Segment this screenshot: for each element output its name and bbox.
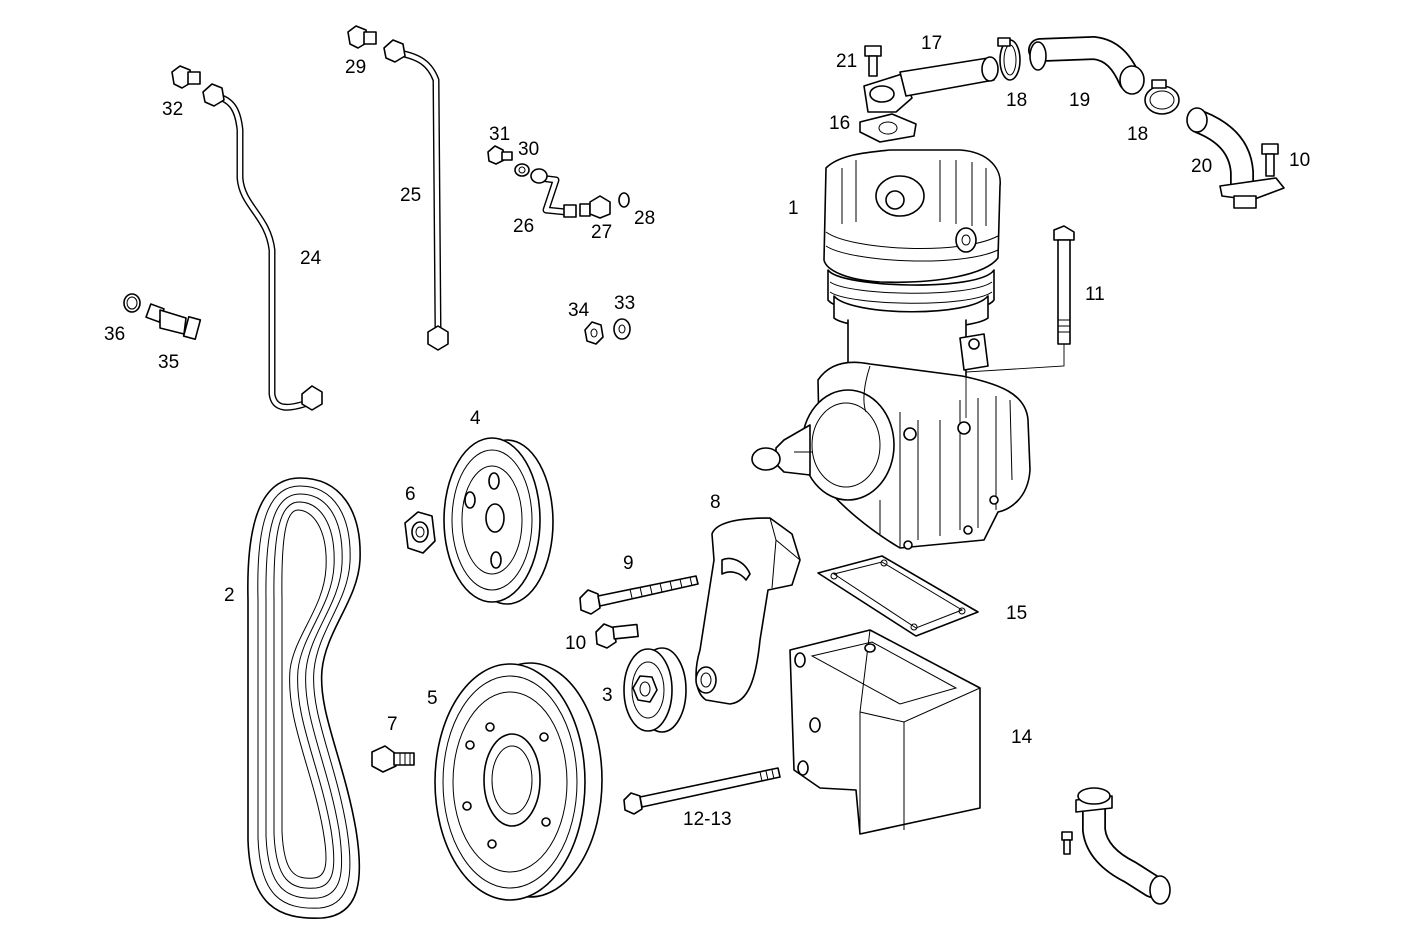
- callout-35: 35: [158, 352, 179, 373]
- callout-labels: 1 2 3 4 5 6 7 8 9 10 10 11 12-13 14 15 1…: [104, 33, 1310, 830]
- callout-1: 1: [788, 198, 799, 219]
- part-24-pipe: [202, 83, 323, 411]
- part-19-hose: [1028, 36, 1145, 95]
- part-7-bolt: [371, 745, 415, 773]
- part-29-fitting: [347, 25, 377, 49]
- part-12-13-long-bolt: [623, 767, 781, 815]
- part-8-tensioner-bracket: [695, 517, 801, 705]
- callout-11: 11: [1085, 284, 1105, 305]
- part-2-poly-v-belt: [247, 477, 361, 919]
- part-21-bolt: [864, 45, 882, 77]
- part-10-bolt-upper: [1261, 143, 1279, 177]
- part-5-crank-pulley: [434, 662, 603, 901]
- coolant-elbow-pipe: [1061, 787, 1171, 905]
- callout-19: 19: [1069, 90, 1090, 111]
- callout-3: 3: [602, 685, 613, 706]
- callout-17: 17: [921, 33, 942, 54]
- callout-2: 2: [224, 585, 235, 606]
- part-6-nut: [404, 511, 436, 554]
- part-31-screw: [487, 145, 513, 165]
- callout-33: 33: [614, 293, 635, 314]
- part-1-air-compressor: [751, 149, 1031, 550]
- callout-7: 7: [387, 714, 398, 735]
- part-34-nut: [584, 321, 604, 345]
- callout-4: 4: [470, 408, 481, 429]
- part-30-washer: [514, 163, 530, 177]
- callout-32: 32: [162, 99, 183, 120]
- callout-5: 5: [427, 688, 438, 709]
- callout-15: 15: [1006, 603, 1027, 624]
- part-14-support-bracket: [789, 629, 981, 835]
- part-33-washer: [613, 318, 631, 340]
- part-32-fitting: [171, 65, 201, 89]
- callout-25: 25: [400, 185, 421, 206]
- part-3-tensioner-roller: [623, 647, 687, 733]
- part-28-washer: [618, 192, 630, 208]
- callout-27: 27: [591, 222, 612, 243]
- callout-18-b: 18: [1127, 124, 1148, 145]
- callout-6: 6: [405, 484, 416, 505]
- part-17-outlet-elbow: [863, 56, 999, 113]
- part-27-fitting: [579, 195, 611, 219]
- callout-10-upper: 10: [1289, 150, 1310, 171]
- callout-24: 24: [300, 248, 322, 269]
- part-15-gasket: [817, 555, 979, 637]
- part-16-gasket: [859, 113, 917, 143]
- callout-9: 9: [623, 553, 634, 574]
- callout-16: 16: [829, 113, 850, 134]
- part-35-sensor: [145, 303, 202, 341]
- callout-8: 8: [710, 492, 721, 513]
- callout-36: 36: [104, 324, 125, 345]
- part-26-pipe: [530, 168, 577, 218]
- part-36-seal-ring: [123, 293, 141, 313]
- callout-26: 26: [513, 216, 534, 237]
- part-18-hose-clamp-b: [1144, 79, 1180, 115]
- callout-21: 21: [836, 51, 857, 72]
- part-11-long-stud: [965, 225, 1075, 418]
- part-18-hose-clamp-a: [997, 37, 1021, 81]
- part-20-elbow-fitting: [1186, 107, 1285, 209]
- part-25-pipe: [383, 39, 449, 351]
- callout-30: 30: [518, 139, 539, 160]
- part-4-pulley: [443, 437, 554, 605]
- callout-34: 34: [568, 300, 590, 321]
- callout-29: 29: [345, 57, 366, 78]
- callout-31: 31: [489, 124, 510, 145]
- callout-20: 20: [1191, 156, 1212, 177]
- callout-10-lower: 10: [565, 633, 586, 654]
- callout-14: 14: [1011, 727, 1033, 748]
- callout-12-13: 12-13: [683, 809, 732, 830]
- callout-18-a: 18: [1006, 90, 1027, 111]
- callout-28: 28: [634, 208, 655, 229]
- part-10-bolt-lower: [595, 623, 639, 649]
- part-9-long-screw: [579, 575, 699, 615]
